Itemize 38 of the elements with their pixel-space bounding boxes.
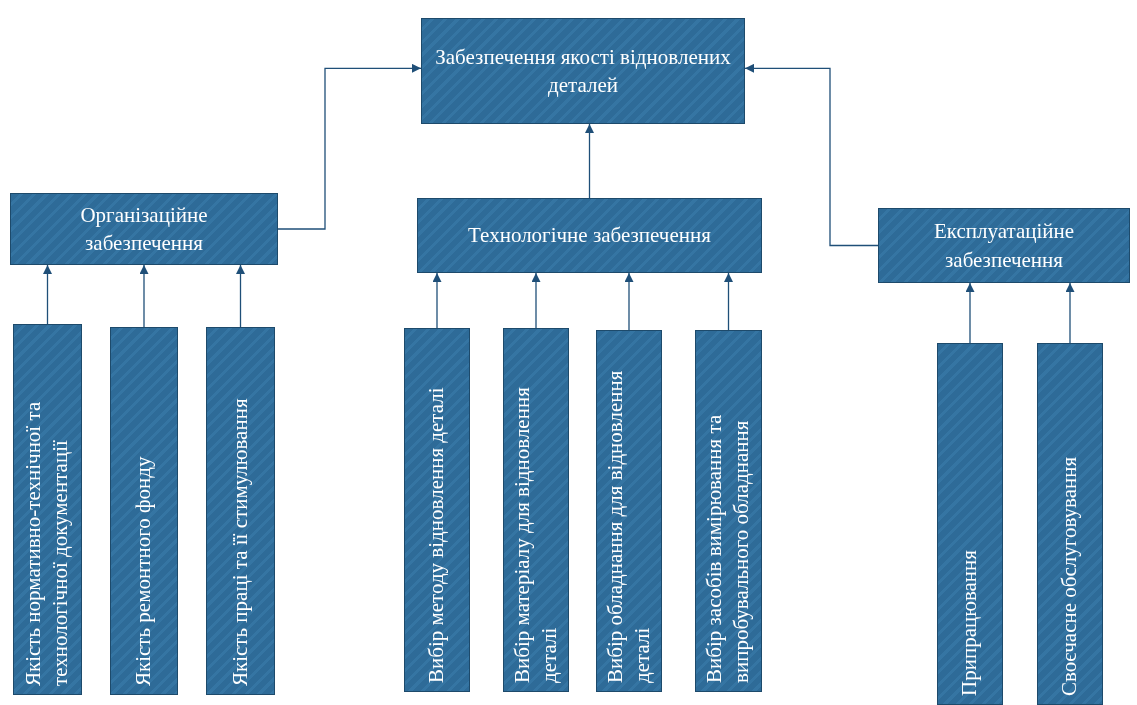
box-label: Організаційне забезпечення [79,201,209,257]
process-box [878,208,1130,283]
arrow [965,282,975,344]
box-label: Вибір матеріалу для відновлення деталі [508,386,562,685]
process-box [10,193,278,265]
vertical-factor-box [596,330,662,692]
arrow [744,63,879,247]
arrow [531,272,541,329]
box-label: Вибір обладнання для відновлення деталі [601,369,655,685]
arrow [139,264,149,328]
arrow [1065,282,1075,344]
arrow [236,264,245,328]
vertical-factor-box [206,327,275,695]
vertical-factor-box [695,330,762,692]
box-label: Своєчасне обслуговування [1056,455,1083,698]
box-label: Вибір засобів вимірювання та випробувального обладнання [701,413,755,685]
arrow [277,63,422,230]
vertical-factor-box [1037,343,1103,705]
vertical-factor-box [937,343,1003,705]
arrow [585,123,594,199]
box-label: Експлуатаційне забезпечення [932,218,1076,274]
arrow [43,264,52,325]
arrow [724,272,733,331]
box-label: Припрацювання [956,549,983,698]
process-box [417,198,762,273]
process-box [421,18,745,124]
box-label: Якість ремонтного фонду [130,455,157,688]
arrow [624,272,634,331]
box-label: Технологічне забезпечення [467,222,712,250]
vertical-factor-box [110,327,178,695]
box-label: Вибір методу відновлення деталі [423,386,450,685]
arrow [432,272,442,329]
vertical-factor-box [404,328,470,692]
box-label: Якість нормативно-технічної та технологічної документації [20,400,74,688]
box-label: Забезпечення якості відновлених деталей [434,43,732,99]
box-label: Якість праці та її стимулювання [226,397,253,688]
vertical-factor-box [503,328,569,692]
vertical-factor-box [13,324,82,695]
